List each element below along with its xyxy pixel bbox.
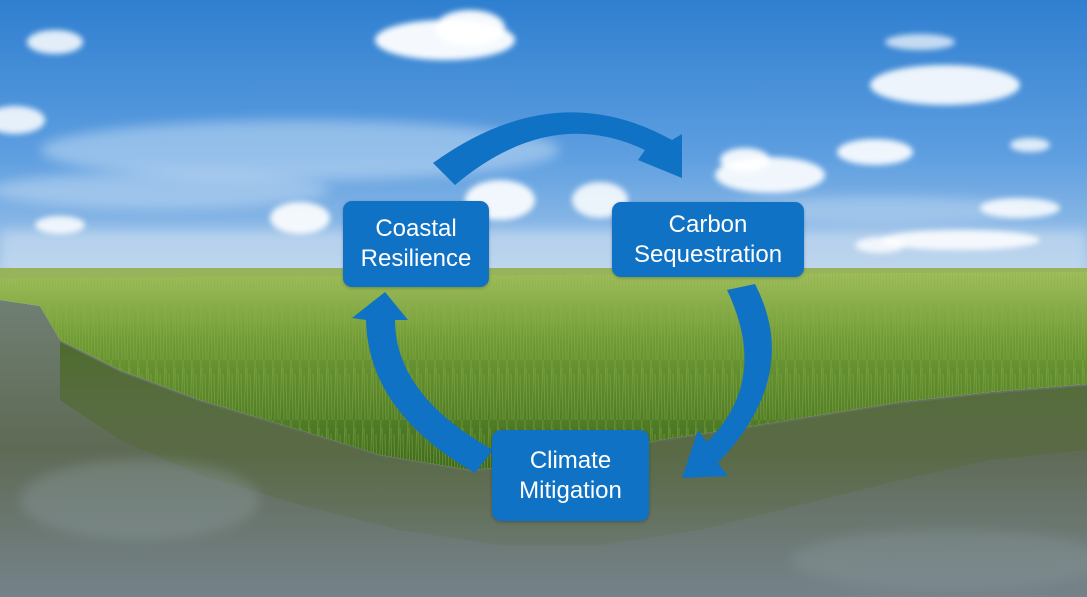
arrow-climate-to-coastal (352, 292, 493, 473)
node-coastal-resilience-line-1: Coastal (375, 215, 457, 242)
node-coastal-resilience: Coastal Resilience (343, 201, 489, 287)
node-carbon-sequestration-line-1: Carbon (668, 210, 748, 238)
node-coastal-resilience-line-2: Resilience (360, 245, 472, 272)
node-climate-mitigation-line-2: Mitigation (519, 476, 622, 504)
node-climate-mitigation: Climate Mitigation (492, 430, 649, 521)
cycle-arrows (352, 112, 772, 478)
node-carbon-sequestration-line-2: Sequestration (633, 240, 783, 268)
arrow-carbon-to-climate (682, 284, 772, 478)
clouds (0, 10, 1060, 253)
arrow-coastal-to-carbon (433, 112, 682, 185)
tidal-water (0, 300, 1087, 597)
node-carbon-sequestration: Carbon Sequestration (612, 202, 804, 277)
node-climate-mitigation-line-1: Climate (529, 446, 612, 474)
